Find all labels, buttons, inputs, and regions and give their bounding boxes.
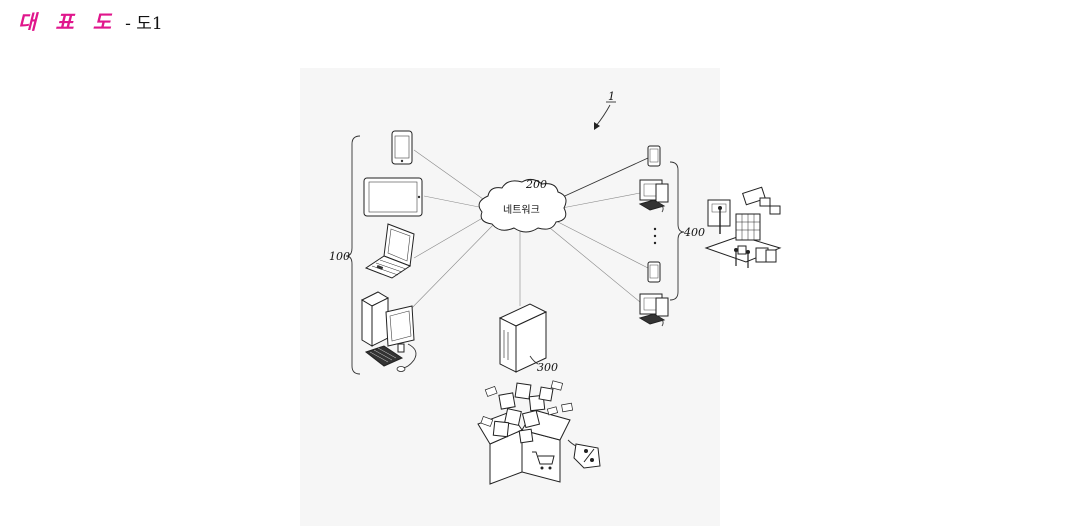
client-desktop-pc-icon: [362, 292, 416, 372]
client-tablet-icon: [364, 178, 422, 216]
client-connection-lines: [406, 150, 496, 314]
shopping-box-icon: [478, 381, 573, 484]
network-label: 네트워크: [503, 203, 540, 216]
sellers-ref-label: 400: [683, 226, 705, 239]
seller-more-ellipsis: [654, 228, 656, 244]
clients-ref-label: 100: [329, 250, 350, 263]
discount-tag-icon: [568, 440, 600, 468]
network-ref-label: 200: [525, 178, 547, 191]
server-ref-label: 300: [537, 361, 558, 374]
system-ref-arrow: [596, 105, 610, 126]
store-logistics-illustration: [706, 187, 780, 268]
seller-smartphone-icon-2: [648, 262, 660, 282]
sellers-bracket: [670, 162, 684, 300]
client-smartphone-icon: [392, 131, 412, 164]
seller-desktop-pc-icon-2: [640, 294, 668, 326]
seller-smartphone-icon: [648, 146, 660, 166]
system-ref-arrowhead: [594, 122, 600, 130]
seller-desktop-pc-icon: [640, 180, 668, 212]
seller-connection-lines: [550, 158, 648, 302]
client-laptop-icon: [366, 224, 414, 278]
system-ref-label: 1: [608, 90, 615, 103]
